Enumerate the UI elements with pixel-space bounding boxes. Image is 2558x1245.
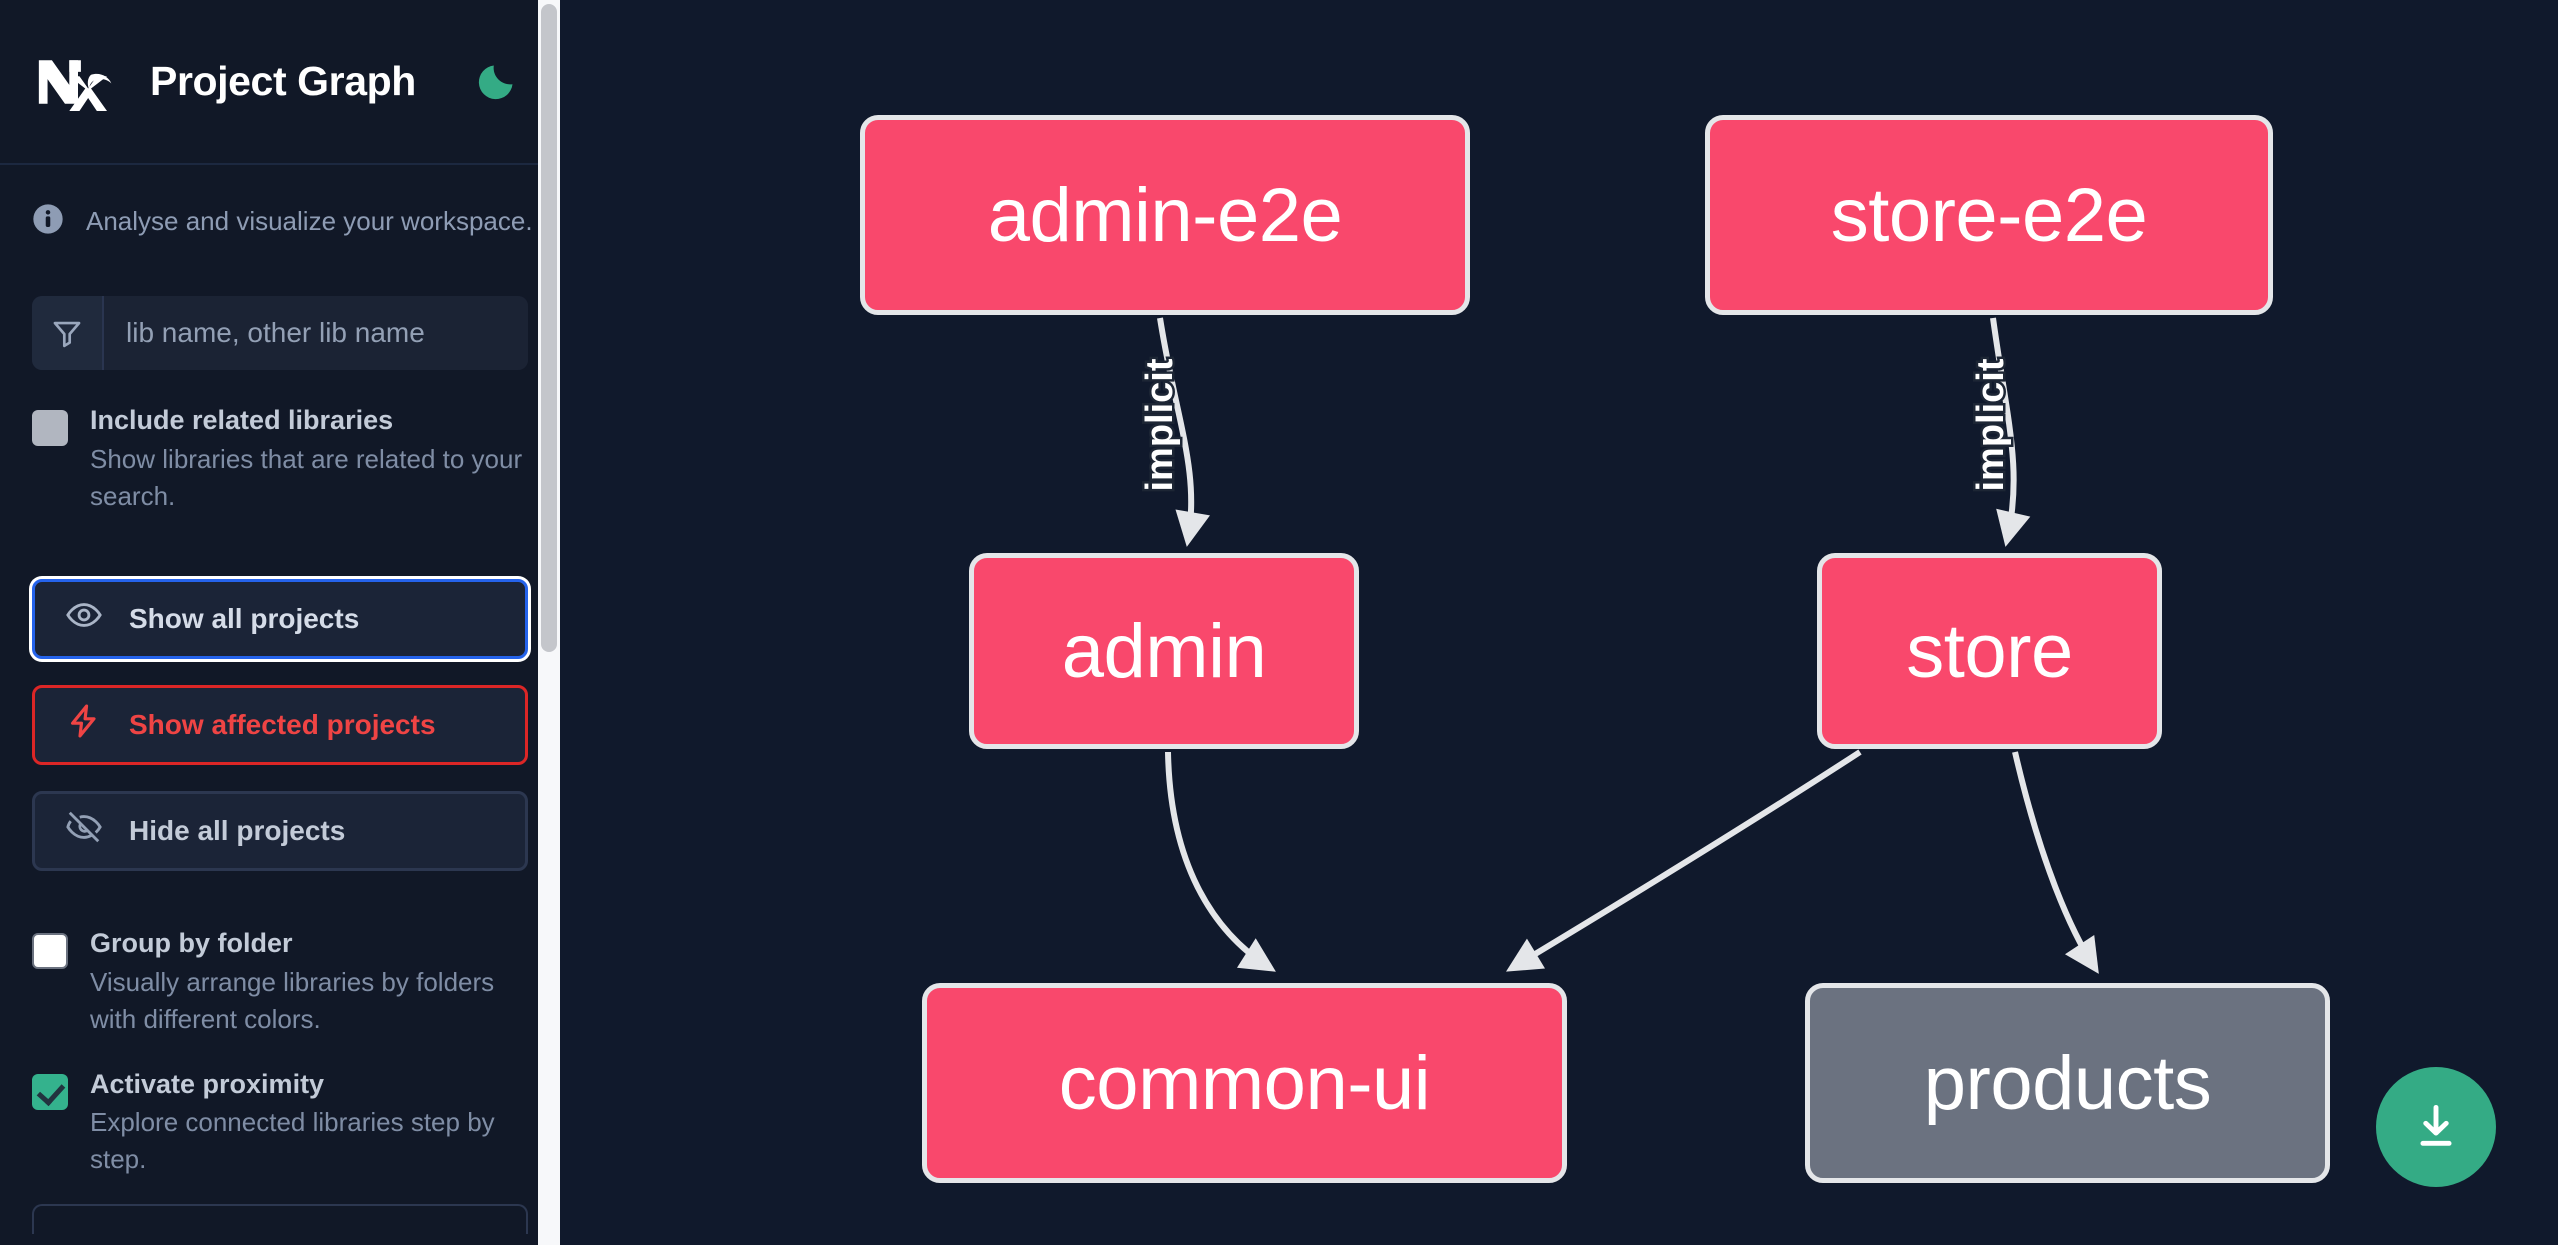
- option-description: Visually arrange libraries by folders wi…: [90, 966, 495, 1034]
- moon-icon[interactable]: [472, 58, 520, 106]
- graph-node-label: products: [1923, 1040, 2212, 1126]
- option-include-related-libraries[interactable]: Include related libraries Show libraries…: [32, 404, 528, 515]
- eye-off-icon: [65, 808, 103, 853]
- sidebar-header: Project Graph: [0, 0, 560, 165]
- sidebar: Project Graph Analyse and visualize your…: [0, 0, 560, 1245]
- sidebar-scrollbar-track[interactable]: [538, 0, 560, 1245]
- tagline-text: Analyse and visualize your workspace.: [86, 206, 533, 236]
- edge-label-implicit-1: implicit: [1139, 358, 1181, 491]
- show-all-projects-button[interactable]: Show all projects: [32, 578, 528, 659]
- activate-proximity-checkbox[interactable]: [32, 1073, 68, 1110]
- search-bar: [32, 296, 528, 370]
- graph-node-admin-e2e[interactable]: admin-e2e: [860, 115, 1470, 315]
- filter-icon[interactable]: [32, 296, 104, 370]
- graph-node-store[interactable]: store: [1817, 553, 2162, 749]
- edge-store-e2e-store: [1990, 317, 2031, 547]
- nx-logo-icon: [34, 53, 122, 111]
- graph-node-common-ui[interactable]: common-ui: [922, 983, 1567, 1183]
- search-input[interactable]: [104, 296, 528, 370]
- eye-icon: [65, 596, 103, 641]
- graph-node-label: common-ui: [1058, 1040, 1431, 1126]
- edge-label-implicit-2: implicit: [1970, 358, 2012, 491]
- hide-all-projects-button[interactable]: Hide all projects: [32, 790, 528, 871]
- option-title: Include related libraries: [90, 405, 394, 435]
- graph-node-label: admin-e2e: [987, 172, 1343, 258]
- graph-edges: implicit implicit: [1137, 317, 2099, 974]
- button-label: Hide all projects: [129, 814, 346, 846]
- option-group-by-folder[interactable]: Group by folder Visually arrange librari…: [32, 927, 528, 1038]
- edge-admin-e2e-admin: [1157, 317, 1210, 547]
- edge-store-products: [2012, 751, 2099, 974]
- graph-node-label: admin: [1061, 608, 1267, 694]
- graph-node-admin[interactable]: admin: [969, 553, 1359, 749]
- download-graph-button[interactable]: [2376, 1067, 2496, 1187]
- page-title: Project Graph: [150, 58, 416, 104]
- sidebar-scrollbar-thumb[interactable]: [541, 4, 557, 652]
- graph-node-store-e2e[interactable]: store-e2e: [1705, 115, 2273, 315]
- graph-node-products[interactable]: products: [1805, 983, 2330, 1183]
- include-related-libraries-checkbox[interactable]: [32, 410, 68, 446]
- tagline: Analyse and visualize your workspace.: [32, 165, 533, 250]
- sidebar-body: Analyse and visualize your workspace. In…: [0, 165, 560, 1235]
- option-title: Activate proximity: [90, 1068, 325, 1099]
- show-affected-projects-button[interactable]: Show affected projects: [32, 684, 528, 765]
- proximity-stepper-partial[interactable]: [32, 1204, 528, 1235]
- download-icon: [2420, 1104, 2452, 1146]
- option-activate-proximity[interactable]: Activate proximity Explore connected lib…: [32, 1068, 528, 1179]
- option-title: Group by folder: [90, 927, 293, 958]
- graph-node-label: store: [1906, 608, 2073, 694]
- option-description: Show libraries that are related to your …: [90, 443, 523, 511]
- button-label: Show affected projects: [129, 708, 436, 740]
- option-description: Explore connected libraries step by step…: [90, 1107, 495, 1175]
- group-by-folder-checkbox[interactable]: [32, 932, 68, 969]
- graph-node-label: store-e2e: [1830, 172, 2148, 258]
- button-label: Show all projects: [129, 602, 360, 634]
- edge-store-common-ui: [1506, 749, 1862, 972]
- info-icon: [32, 203, 64, 240]
- edge-admin-common-ui: [1165, 751, 1276, 972]
- project-graph-canvas[interactable]: implicit implicit admin-e2e store-e2e admi…: [560, 0, 2558, 1245]
- lightning-bolt-icon: [65, 702, 103, 747]
